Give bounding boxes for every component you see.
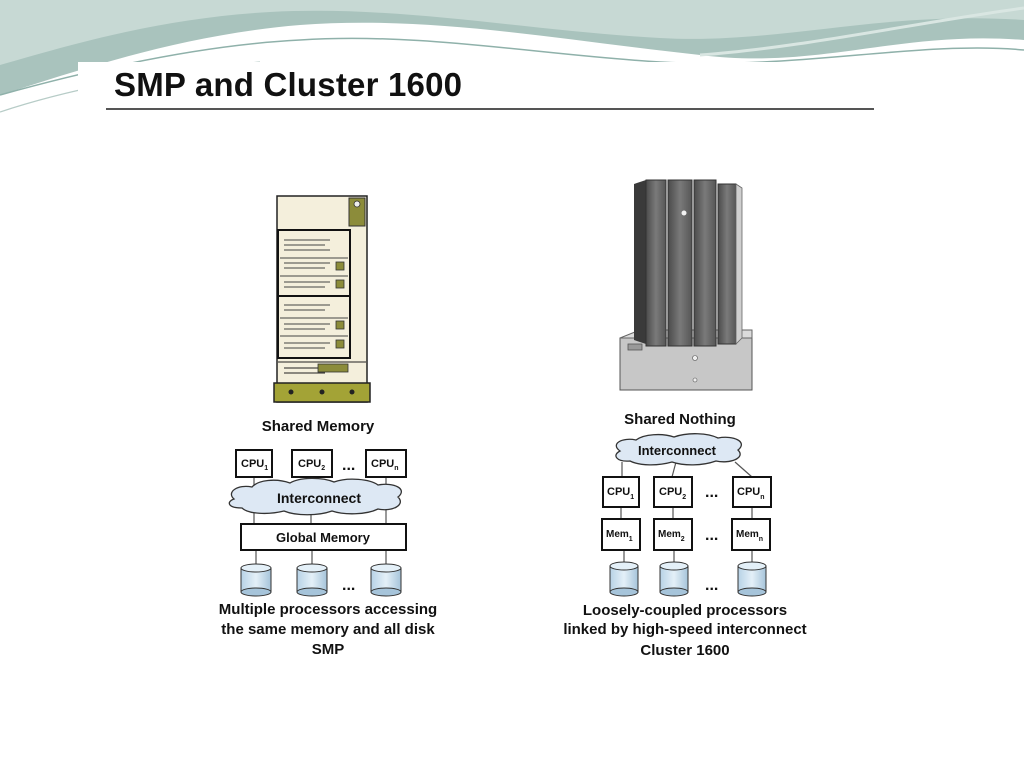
cluster-disk-1-icon	[609, 561, 639, 597]
smp-caption-line2: the same memory and all disk	[221, 621, 435, 638]
cluster-cpu-1-box: CPU1	[602, 476, 640, 508]
svg-text:Memn: Memn	[736, 529, 763, 543]
smp-caption-title: SMP	[311, 641, 345, 658]
svg-text:Interconnect: Interconnect	[638, 443, 717, 458]
cluster-disk-ellipsis: ...	[705, 577, 718, 594]
svg-text:CPU2: CPU2	[659, 486, 686, 501]
cluster-disk-n-icon	[737, 561, 767, 597]
svg-text:Mem1: Mem1	[606, 529, 633, 543]
cluster-heading: Shared Nothing	[624, 411, 736, 428]
smp-server-rack-icon	[273, 195, 371, 403]
smp-global-memory-box: Global Memory	[240, 523, 407, 551]
smp-disk-n-icon	[370, 563, 402, 597]
svg-text:CPUn: CPUn	[371, 458, 399, 472]
cluster-mem-1-box: Mem1	[601, 518, 641, 551]
cluster-disk-2-icon	[659, 561, 689, 597]
cluster-mem-ellipsis: ...	[705, 527, 718, 544]
smp-disk-ellipsis: ...	[342, 577, 355, 594]
smp-disk-2-icon	[296, 563, 328, 597]
cluster-interconnect-cloud: Interconnect	[615, 433, 742, 466]
smp-cpu-1-box: CPU1	[235, 449, 273, 478]
smp-cpu-ellipsis: ...	[342, 457, 355, 474]
cluster-cpu-2-box: CPU2	[653, 476, 693, 508]
cluster-mem-2-box: Mem2	[653, 518, 693, 551]
svg-text:Mem2: Mem2	[658, 529, 685, 543]
smp-caption-line1: Multiple processors accessing	[218, 601, 438, 618]
svg-text:Interconnect: Interconnect	[277, 490, 361, 506]
smp-interconnect-cloud: Interconnect	[228, 477, 402, 516]
cluster-caption-line1: Loosely-coupled processors	[582, 602, 788, 619]
svg-text:Global Memory: Global Memory	[276, 530, 371, 545]
svg-text:CPU1: CPU1	[607, 486, 634, 501]
cluster-caption-line2: linked by high-speed interconnect	[563, 621, 807, 638]
svg-text:CPUn: CPUn	[737, 486, 765, 501]
smp-disk-1-icon	[240, 563, 272, 597]
cluster-cpu-n-box: CPUn	[732, 476, 772, 508]
svg-text:CPU1: CPU1	[241, 458, 268, 472]
cluster-cpu-ellipsis: ...	[705, 484, 718, 501]
slide-title: SMP and Cluster 1600	[114, 66, 463, 103]
cluster-tower-icon	[619, 179, 753, 391]
smp-cpu-n-box: CPUn	[365, 449, 407, 478]
title-underline	[106, 108, 874, 110]
cluster-mem-n-box: Memn	[731, 518, 771, 551]
cluster-caption-title: Cluster 1600	[640, 642, 730, 659]
svg-text:CPU2: CPU2	[298, 458, 325, 472]
smp-cpu-2-box: CPU2	[291, 449, 333, 478]
smp-heading: Shared Memory	[261, 418, 375, 435]
